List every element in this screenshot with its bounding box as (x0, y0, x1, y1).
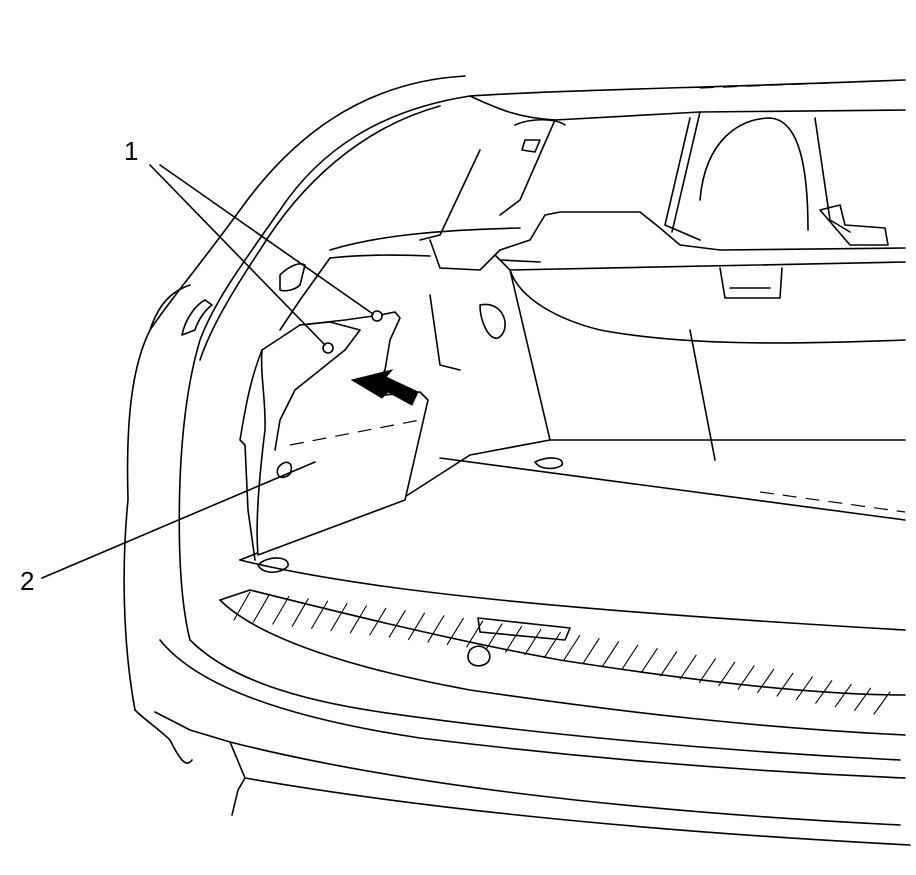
installation-arrow-icon (350, 369, 419, 406)
callout-label-2: 2 (20, 566, 34, 596)
trim-panel (239, 310, 429, 561)
roof-and-window-frame (329, 79, 906, 251)
rear-seat-and-cover (429, 204, 906, 344)
callout-label-1: 1 (124, 136, 138, 166)
vehicle-body-outline (123, 75, 911, 846)
callout-leaders (41, 164, 374, 579)
sill-scuff-plate (219, 589, 906, 736)
